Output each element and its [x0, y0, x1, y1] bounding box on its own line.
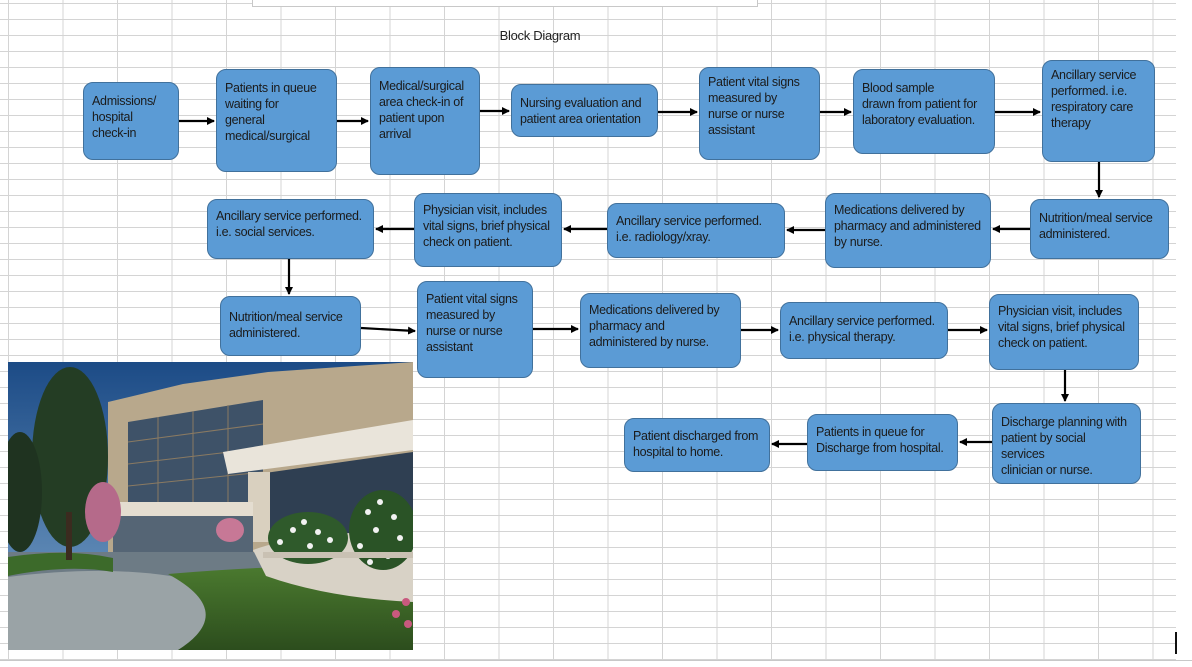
step-text: Nutrition/meal service administered. — [1039, 211, 1153, 241]
text-cursor — [1175, 632, 1177, 654]
step-text: Ancillary service performed. i.e. respir… — [1051, 68, 1137, 130]
step-discharge-queue[interactable]: Patients in queue for Discharge from hos… — [807, 414, 958, 471]
step-text: Blood sample drawn from patient for labo… — [862, 81, 977, 127]
step-discharge-planning[interactable]: Discharge planning with patient by socia… — [992, 403, 1141, 484]
step-text: Nutrition/meal service administered. — [229, 310, 343, 340]
step-text: Patient vital signs measured by nurse or… — [708, 75, 800, 137]
step-ancillary-radiology[interactable]: Ancillary service performed. i.e. radiol… — [607, 203, 785, 258]
step-physician-1[interactable]: Physician visit, includes vital signs, b… — [414, 193, 562, 267]
step-text: Patient discharged from hospital to home… — [633, 429, 759, 459]
diagram-title: Block Diagram — [499, 28, 581, 43]
step-meds-2[interactable]: Medications delivered by pharmacy and ad… — [580, 293, 741, 368]
step-physician-2[interactable]: Physician visit, includes vital signs, b… — [989, 294, 1139, 370]
window-bottom-margin — [0, 660, 1192, 667]
step-vitals-2[interactable]: Patient vital signs measured by nurse or… — [417, 281, 533, 378]
step-nutrition-1[interactable]: Nutrition/meal service administered. — [1030, 199, 1169, 259]
step-ancillary-social[interactable]: Ancillary service performed. i.e. social… — [207, 199, 374, 259]
step-vitals-1[interactable]: Patient vital signs measured by nurse or… — [699, 67, 820, 160]
step-text: Physician visit, includes vital signs, b… — [998, 304, 1125, 350]
photo-illustration — [8, 362, 413, 650]
hospital-building-photo — [8, 362, 413, 650]
step-nutrition-2[interactable]: Nutrition/meal service administered. — [220, 296, 361, 356]
step-text: Patients in queue for Discharge from hos… — [816, 425, 944, 455]
header-cell-box — [252, 0, 758, 7]
step-text: Patients in queue waiting for general me… — [225, 81, 317, 143]
step-blood-sample[interactable]: Blood sample drawn from patient for labo… — [853, 69, 995, 154]
step-text: Medical/surgical area check-in of patien… — [379, 79, 464, 141]
step-discharged-home[interactable]: Patient discharged from hospital to home… — [624, 418, 770, 472]
step-text: Admissions/ hospital check-in — [92, 94, 157, 140]
step-queue-general[interactable]: Patients in queue waiting for general me… — [216, 69, 337, 172]
step-ancillary-respiratory[interactable]: Ancillary service performed. i.e. respir… — [1042, 60, 1155, 162]
step-medsurg-checkin[interactable]: Medical/surgical area check-in of patien… — [370, 67, 480, 175]
step-text: Physician visit, includes vital signs, b… — [423, 203, 550, 249]
window-right-margin — [1176, 0, 1192, 666]
step-text: Ancillary service performed. i.e. social… — [216, 209, 362, 239]
step-text: Ancillary service performed. i.e. physic… — [789, 314, 935, 344]
step-text: Ancillary service performed. i.e. radiol… — [616, 214, 762, 244]
step-text: Nursing evaluation and patient area orie… — [520, 96, 642, 126]
arrow-s13-s14 — [360, 326, 416, 335]
step-text: Medications delivered by pharmacy and ad… — [589, 303, 720, 349]
step-ancillary-physical[interactable]: Ancillary service performed. i.e. physic… — [780, 302, 948, 359]
step-meds-1[interactable]: Medications delivered by pharmacy and ad… — [825, 193, 991, 268]
step-text: Discharge planning with patient by socia… — [1001, 415, 1127, 477]
step-admissions[interactable]: Admissions/ hospital check-in — [83, 82, 179, 160]
step-nursing-eval[interactable]: Nursing evaluation and patient area orie… — [511, 84, 658, 137]
step-text: Medications delivered by pharmacy and ad… — [834, 203, 981, 249]
step-text: Patient vital signs measured by nurse or… — [426, 292, 518, 354]
